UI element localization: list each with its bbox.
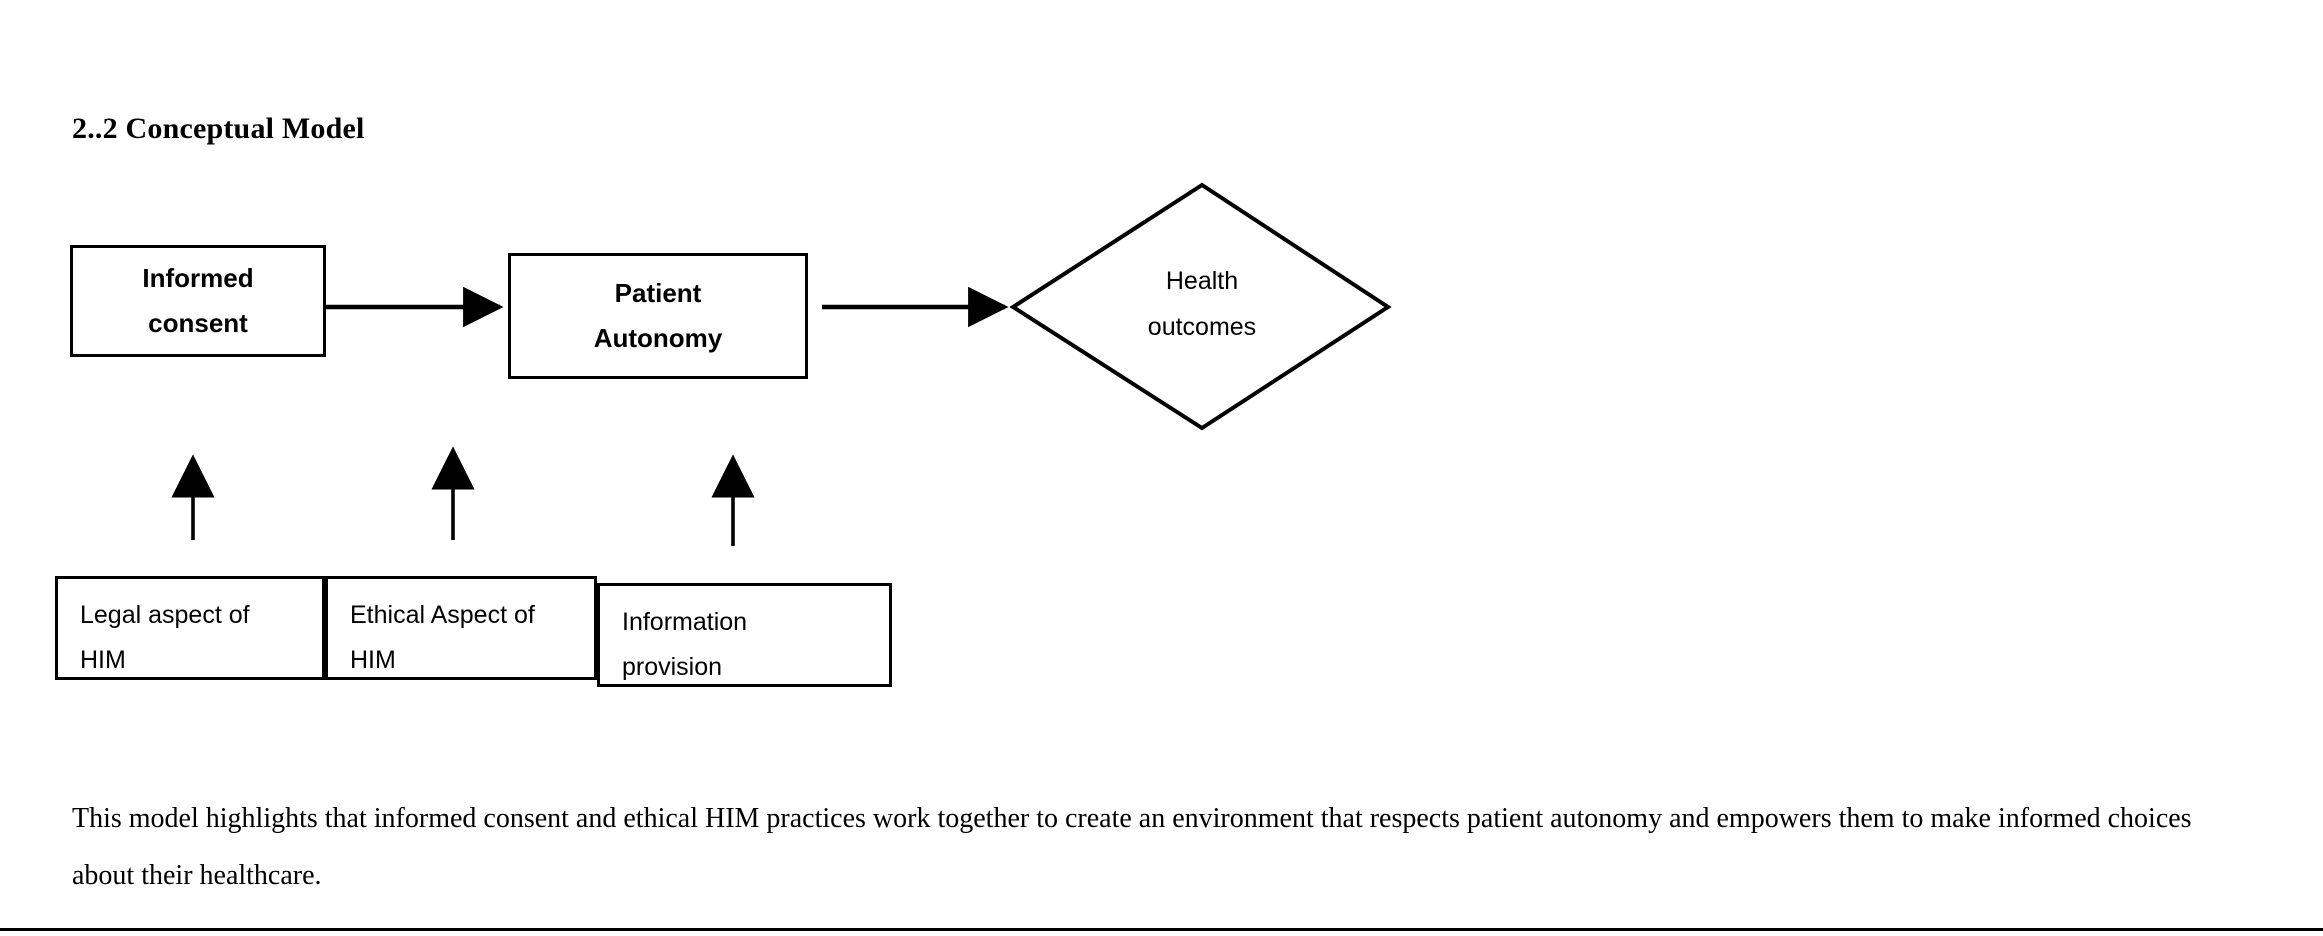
node-patient-autonomy-line-1: Patient	[614, 278, 702, 309]
node-patient-autonomy: Patient Autonomy	[508, 253, 808, 379]
node-information-provision: Information provision	[597, 583, 892, 687]
node-information-provision-line-2: provision	[622, 652, 723, 681]
page-heading: 2..2 Conceptual Model	[72, 112, 365, 145]
node-ethical-aspect-line-2: HIM	[350, 645, 396, 674]
node-health-outcomes-line-1: Health	[1165, 267, 1239, 295]
node-health-outcomes-label: Health outcomes	[1085, 258, 1319, 351]
node-legal-aspect-line-1: Legal aspect of	[80, 601, 250, 629]
node-information-provision-line-1: Information	[622, 608, 748, 636]
node-ethical-aspect-of-him: Ethical Aspect of HIM	[325, 576, 597, 680]
node-informed-consent: Informed consent	[70, 245, 326, 357]
node-legal-aspect-line-2: HIM	[80, 645, 126, 674]
page-bottom-rule	[0, 928, 2323, 931]
node-informed-consent-line-1: Informed	[142, 263, 254, 294]
node-informed-consent-line-2: consent	[148, 308, 248, 338]
node-patient-autonomy-line-2: Autonomy	[593, 323, 723, 353]
node-health-outcomes-line-2: outcomes	[1147, 313, 1257, 342]
explanatory-paragraph: This model highlights that informed cons…	[72, 803, 2192, 892]
node-legal-aspect-of-him: Legal aspect of HIM	[55, 576, 325, 680]
node-ethical-aspect-line-1: Ethical Aspect of	[350, 601, 535, 629]
